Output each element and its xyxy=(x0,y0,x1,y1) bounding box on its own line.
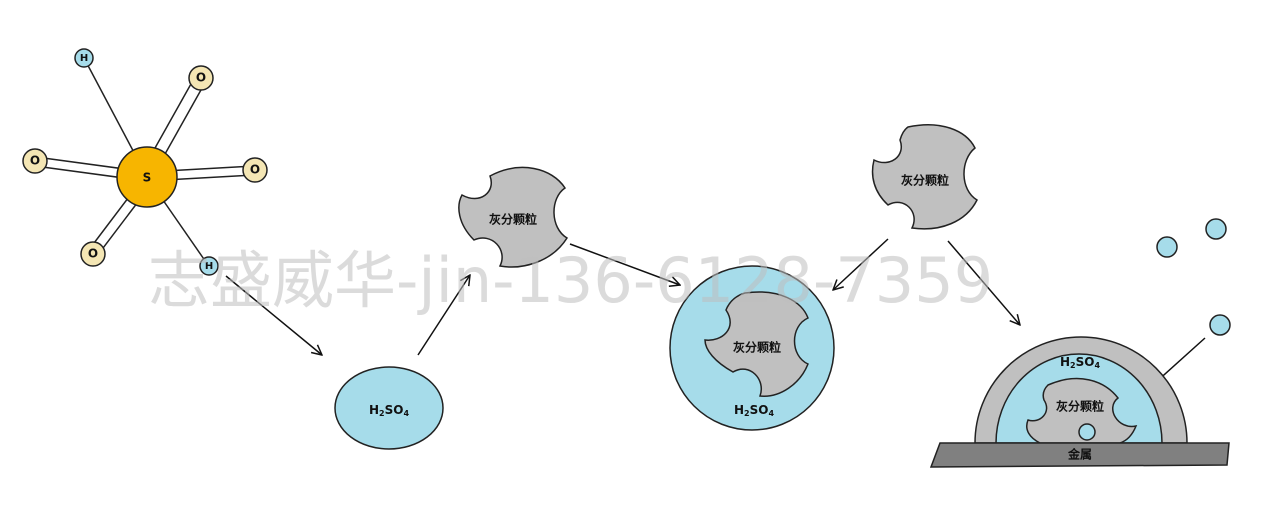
hydrogen-atom-top xyxy=(74,48,94,68)
ash-particle-1-label: 灰分颗粒 xyxy=(489,212,537,227)
deposit-h2so4-label: H2SO4 xyxy=(1060,355,1100,370)
oxygen-label-top-right: O xyxy=(196,71,206,85)
h2so4-molecule: H O O O O H S xyxy=(22,48,268,276)
watermark-text: 志盛威华-jin-136-6128-7359 xyxy=(148,244,993,317)
arrow-particle-to-coated xyxy=(569,243,680,285)
acid-droplet xyxy=(1209,314,1231,336)
h2so4-droplet: H2SO4 xyxy=(334,366,444,450)
deposit-ash-label: 灰分颗粒 xyxy=(1056,399,1104,414)
oxygen-label-left: O xyxy=(30,154,40,168)
absorbed-droplet xyxy=(1078,423,1096,441)
arrow-particle2-to-metal xyxy=(947,240,1020,325)
metal-plate xyxy=(929,442,1230,468)
h2so4-droplet-label: H2SO4 xyxy=(369,403,409,418)
oxygen-label-bottom-left: O xyxy=(88,247,98,261)
oxygen-atom-bottom-left xyxy=(80,241,106,267)
oxygen-atom-top-right xyxy=(188,65,214,91)
sulfur-atom xyxy=(116,146,178,208)
hydrogen-label-top: H xyxy=(80,53,88,64)
metal-label: 金属 xyxy=(1067,447,1092,462)
ash-particle-1: 灰分颗粒 xyxy=(458,166,569,268)
arrow-molecule-to-droplet xyxy=(225,275,322,355)
free-acid-droplets xyxy=(1156,218,1231,336)
sulfur-label: S xyxy=(143,171,152,185)
coated-h2so4-label: H2SO4 xyxy=(734,403,774,418)
oxygen-atom-left xyxy=(22,148,48,174)
hydrogen-atom-bottom xyxy=(199,256,219,276)
coated-particle-label: 灰分颗粒 xyxy=(733,340,781,355)
arrow-droplet-to-particle xyxy=(417,275,470,356)
arrow-particle2-to-coated xyxy=(833,238,889,290)
acid-coated-particle: 灰分颗粒 H2SO4 xyxy=(669,265,835,431)
ash-particle-2: 灰分颗粒 xyxy=(871,124,978,230)
oxygen-atom-right xyxy=(242,157,268,183)
acid-droplet xyxy=(1156,236,1178,258)
deposit-on-metal: H2SO4 灰分颗粒 金属 xyxy=(929,336,1230,468)
oxygen-label-right: O xyxy=(250,163,260,177)
ash-particle-2-label: 灰分颗粒 xyxy=(901,173,949,188)
acid-droplet xyxy=(1205,218,1227,240)
hydrogen-label-bottom: H xyxy=(205,261,213,272)
